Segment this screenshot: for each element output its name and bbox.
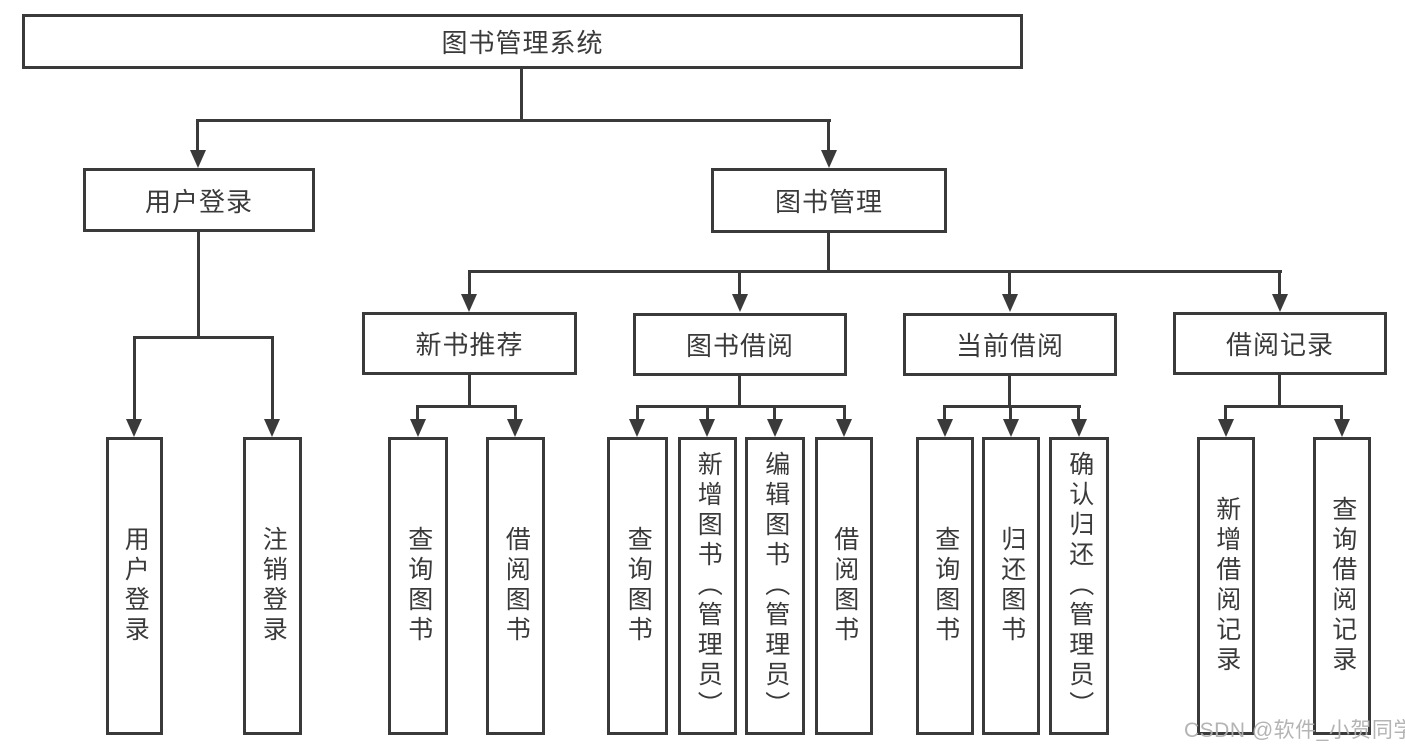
- connector-drop-new-book: [468, 273, 471, 295]
- csdn-watermark: CSDN @软件_小贺同学: [1184, 719, 1405, 742]
- arrowhead-user-login: [190, 150, 206, 168]
- connector-drop-current-borrow: [1008, 273, 1011, 295]
- node-borrow-records: 借阅记录: [1173, 312, 1387, 375]
- connector-drop-nb-borrow: [514, 408, 517, 420]
- leaf-add-book-admin: 新增图书（管理员）: [678, 437, 737, 735]
- connector-rail-new-book: [416, 405, 517, 408]
- connector-borrow-records-drop: [1278, 375, 1281, 408]
- arrowhead-cb-confirm: [1071, 419, 1087, 437]
- connector-drop-cb-return: [1009, 408, 1012, 420]
- connector-drop-user-login: [196, 122, 199, 151]
- node-root: 图书管理系统: [22, 14, 1023, 69]
- leaf-query-borrow-record: 查询借阅记录: [1313, 437, 1371, 735]
- node-new-book-recommend: 新书推荐: [362, 312, 577, 375]
- connector-user-login-drop: [197, 232, 200, 339]
- arrowhead-book-mgmt: [821, 150, 837, 168]
- connector-rail-book-borrow: [636, 405, 846, 408]
- connector-root-drop: [520, 69, 523, 122]
- connector-current-borrow-drop: [1008, 376, 1011, 408]
- connector-rail-user-login: [133, 336, 274, 339]
- leaf-borrow-books-recommend: 借阅图书: [486, 437, 545, 735]
- connector-book-borrow-drop: [738, 376, 741, 408]
- arrowhead-bb-borrow: [836, 419, 852, 437]
- leaf-return-books: 归还图书: [982, 437, 1040, 735]
- arrowhead-book-borrow: [732, 294, 748, 312]
- arrowhead-bb-edit: [767, 419, 783, 437]
- leaf-edit-book-admin: 编辑图书（管理员）: [745, 437, 805, 735]
- node-user-login: 用户登录: [83, 168, 315, 232]
- arrowhead-cb-return: [1003, 419, 1019, 437]
- arrowhead-br-add: [1218, 419, 1234, 437]
- connector-drop-bb-query: [636, 408, 639, 420]
- connector-drop-book-mgmt: [827, 122, 830, 151]
- connector-drop-br-add: [1224, 408, 1227, 420]
- connector-drop-cb-query: [943, 408, 946, 420]
- leaf-borrow-books-borrowing: 借阅图书: [815, 437, 873, 735]
- connector-rail-level1: [196, 119, 831, 122]
- node-book-management: 图书管理: [711, 168, 947, 233]
- connector-new-book-drop: [468, 375, 471, 408]
- connector-rail-level2: [468, 270, 1282, 273]
- arrowhead-bb-add: [699, 419, 715, 437]
- arrowhead-leaf-login: [126, 419, 142, 437]
- arrowhead-new-book: [461, 294, 477, 312]
- leaf-add-borrow-record: 新增借阅记录: [1197, 437, 1255, 735]
- leaf-query-books-recommend: 查询图书: [388, 437, 448, 735]
- leaf-user-login: 用户登录: [106, 437, 163, 735]
- arrowhead-borrow-records: [1272, 294, 1288, 312]
- arrowhead-current-borrow: [1002, 294, 1018, 312]
- arrowhead-br-query: [1334, 419, 1350, 437]
- arrowhead-leaf-logout: [264, 419, 280, 437]
- connector-drop-leaf-login: [133, 339, 136, 420]
- connector-drop-leaf-logout: [271, 339, 274, 420]
- connector-rail-current-borrow: [943, 405, 1081, 408]
- connector-drop-book-borrow: [738, 273, 741, 295]
- connector-drop-nb-query: [416, 408, 419, 420]
- connector-rail-borrow-records: [1224, 405, 1343, 408]
- connector-drop-borrow-records: [1278, 273, 1281, 295]
- arrowhead-nb-borrow: [507, 419, 523, 437]
- arrowhead-cb-query: [937, 419, 953, 437]
- node-current-borrowing: 当前借阅: [903, 313, 1117, 376]
- connector-drop-bb-add: [706, 408, 709, 420]
- connector-book-mgmt-drop: [827, 233, 830, 273]
- leaf-query-books-current: 查询图书: [916, 437, 974, 735]
- connector-drop-bb-edit: [773, 408, 776, 420]
- leaf-query-books-borrowing: 查询图书: [607, 437, 668, 735]
- leaf-confirm-return-admin: 确认归还（管理员）: [1049, 437, 1109, 735]
- connector-drop-bb-borrow: [843, 408, 846, 420]
- arrowhead-nb-query: [410, 419, 426, 437]
- node-book-borrowing: 图书借阅: [633, 313, 847, 376]
- connector-drop-cb-confirm: [1077, 408, 1080, 420]
- connector-drop-br-query: [1340, 408, 1343, 420]
- leaf-logout: 注销登录: [243, 437, 302, 735]
- arrowhead-bb-query: [629, 419, 645, 437]
